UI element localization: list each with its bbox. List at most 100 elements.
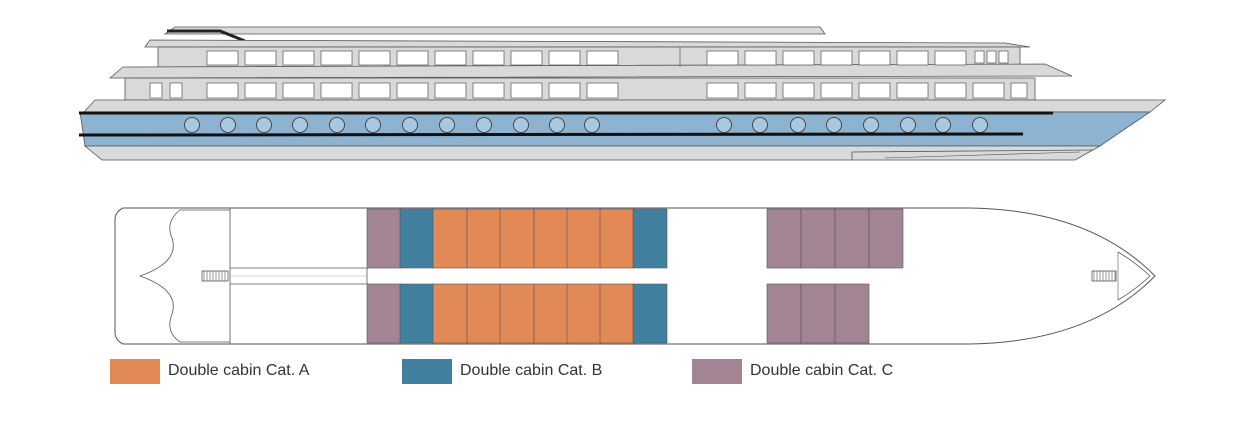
cabin-cat-c bbox=[366, 208, 402, 269]
porthole bbox=[935, 117, 951, 133]
deck-plan bbox=[114, 207, 1156, 345]
window bbox=[434, 82, 467, 99]
cabin-cat-a bbox=[566, 208, 602, 269]
small-window bbox=[974, 50, 985, 64]
porthole bbox=[329, 117, 345, 133]
cabin-cat-b bbox=[399, 208, 435, 269]
porthole bbox=[900, 117, 916, 133]
porthole bbox=[863, 117, 879, 133]
cabin-cat-c bbox=[834, 208, 870, 269]
porthole bbox=[256, 117, 272, 133]
porthole bbox=[220, 117, 236, 133]
cabin-cat-c bbox=[766, 208, 802, 269]
window bbox=[744, 82, 777, 99]
porthole bbox=[752, 117, 768, 133]
middle-deck-overhang bbox=[108, 63, 1073, 79]
porthole bbox=[439, 117, 455, 133]
small-window bbox=[1010, 82, 1028, 99]
cabin-cat-b bbox=[399, 283, 435, 344]
window bbox=[744, 50, 777, 66]
cabin-cat-c bbox=[868, 208, 904, 269]
portholes bbox=[184, 117, 988, 133]
cabin-cat-a bbox=[499, 208, 535, 269]
sun-deck-roof bbox=[163, 26, 826, 35]
porthole bbox=[292, 117, 308, 133]
hull-bottom-detail bbox=[851, 149, 1093, 160]
porthole bbox=[402, 117, 418, 133]
window bbox=[706, 50, 739, 66]
window bbox=[206, 82, 239, 99]
porthole bbox=[365, 117, 381, 133]
bow-inner-line bbox=[1117, 251, 1151, 301]
cabin-cat-a bbox=[466, 283, 502, 344]
window bbox=[472, 82, 505, 99]
window bbox=[320, 82, 353, 99]
window bbox=[434, 50, 467, 66]
window bbox=[896, 82, 929, 99]
porthole bbox=[716, 117, 732, 133]
legend-swatch-cat-a bbox=[110, 358, 160, 384]
window bbox=[782, 82, 815, 99]
side-windows bbox=[149, 47, 1028, 99]
legend-item-cat-a: Double cabin Cat. A bbox=[110, 358, 309, 384]
window bbox=[586, 50, 619, 66]
window bbox=[396, 82, 429, 99]
window bbox=[820, 50, 853, 66]
hull-bottom bbox=[83, 145, 1102, 161]
cabin-cat-b bbox=[632, 283, 668, 344]
cabin-cat-a bbox=[533, 283, 569, 344]
legend-label-cat-a: Double cabin Cat. A bbox=[168, 362, 310, 379]
hull-bottom-detail-2 bbox=[884, 151, 1081, 159]
porthole bbox=[549, 117, 565, 133]
legend-swatch-cat-c bbox=[692, 358, 742, 384]
stern-stairs bbox=[201, 270, 229, 282]
small-window bbox=[986, 50, 997, 64]
cabin-cat-a bbox=[499, 283, 535, 344]
upper-deck-overhang bbox=[144, 39, 1031, 48]
cabins bbox=[366, 208, 904, 344]
hull-top-band bbox=[83, 99, 1167, 113]
window bbox=[820, 82, 853, 99]
window bbox=[548, 50, 581, 66]
window bbox=[244, 50, 277, 66]
legend-item-cat-c: Double cabin Cat. C bbox=[692, 358, 893, 384]
window bbox=[858, 50, 891, 66]
porthole bbox=[972, 117, 988, 133]
window bbox=[858, 82, 891, 99]
cabin-cat-b bbox=[632, 208, 668, 269]
window bbox=[282, 82, 315, 99]
cabin-cat-a bbox=[566, 283, 602, 344]
porthole bbox=[826, 117, 842, 133]
roof-stripe bbox=[167, 29, 246, 43]
window bbox=[548, 82, 581, 99]
window bbox=[510, 50, 543, 66]
porthole bbox=[790, 117, 806, 133]
rub-rail-lower bbox=[78, 132, 1024, 137]
small-window bbox=[998, 50, 1009, 64]
bow-stairs bbox=[1091, 270, 1117, 282]
legend-label-cat-b: Double cabin Cat. B bbox=[460, 362, 603, 379]
window bbox=[934, 82, 967, 99]
window bbox=[782, 50, 815, 66]
window bbox=[206, 50, 239, 66]
window bbox=[396, 50, 429, 66]
window bbox=[358, 82, 391, 99]
cabin-cat-c bbox=[766, 283, 802, 344]
cabin-cat-a bbox=[599, 283, 635, 344]
porthole bbox=[184, 117, 200, 133]
cabin-cat-a bbox=[466, 208, 502, 269]
window bbox=[510, 82, 543, 99]
window bbox=[972, 82, 1005, 99]
porthole bbox=[476, 117, 492, 133]
porthole bbox=[513, 117, 529, 133]
window bbox=[706, 82, 739, 99]
cabin-cat-a bbox=[432, 208, 468, 269]
cabin-cat-a bbox=[432, 283, 468, 344]
legend-label-cat-c: Double cabin Cat. C bbox=[750, 362, 894, 379]
legend-item-cat-b: Double cabin Cat. B bbox=[402, 358, 602, 384]
cabin-cat-c bbox=[800, 283, 836, 344]
small-window bbox=[169, 82, 183, 99]
window bbox=[282, 50, 315, 66]
stern-inner-outline bbox=[138, 209, 230, 343]
porthole bbox=[584, 117, 600, 133]
